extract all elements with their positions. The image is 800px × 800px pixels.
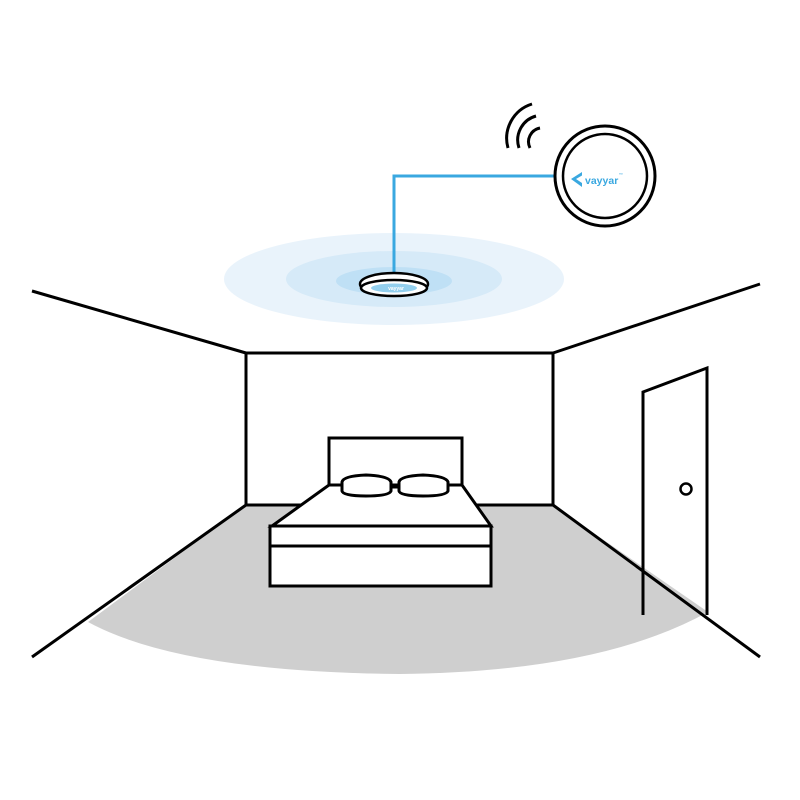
sensor-hub-connection <box>392 174 556 272</box>
ceiling-edge-left <box>31 289 247 355</box>
floor-edge-left <box>31 503 247 659</box>
bed-base <box>268 544 493 588</box>
door-frame <box>641 365 709 615</box>
hub-brand-trademark: ™ <box>619 172 623 177</box>
bed <box>267 436 494 588</box>
floor-coverage-area <box>88 505 708 674</box>
door <box>641 365 709 615</box>
pillow-left <box>340 473 393 498</box>
ceiling-sensor-icon: vayyar <box>358 271 430 298</box>
floor-edge-right <box>552 503 761 659</box>
hub-brand-label: vayyar <box>585 175 618 187</box>
vayyar-hub-icon: vayyar ™ <box>553 124 657 228</box>
mattress-front <box>268 524 493 548</box>
pillow-right <box>397 473 450 498</box>
wifi-signal-icon <box>505 102 541 149</box>
sensor-brand-label: vayyar <box>388 286 404 292</box>
door-knob-icon <box>679 482 693 496</box>
headboard <box>327 436 464 492</box>
ceiling-edge-right <box>552 282 761 355</box>
vayyar-chevron-logo-icon <box>571 172 582 187</box>
